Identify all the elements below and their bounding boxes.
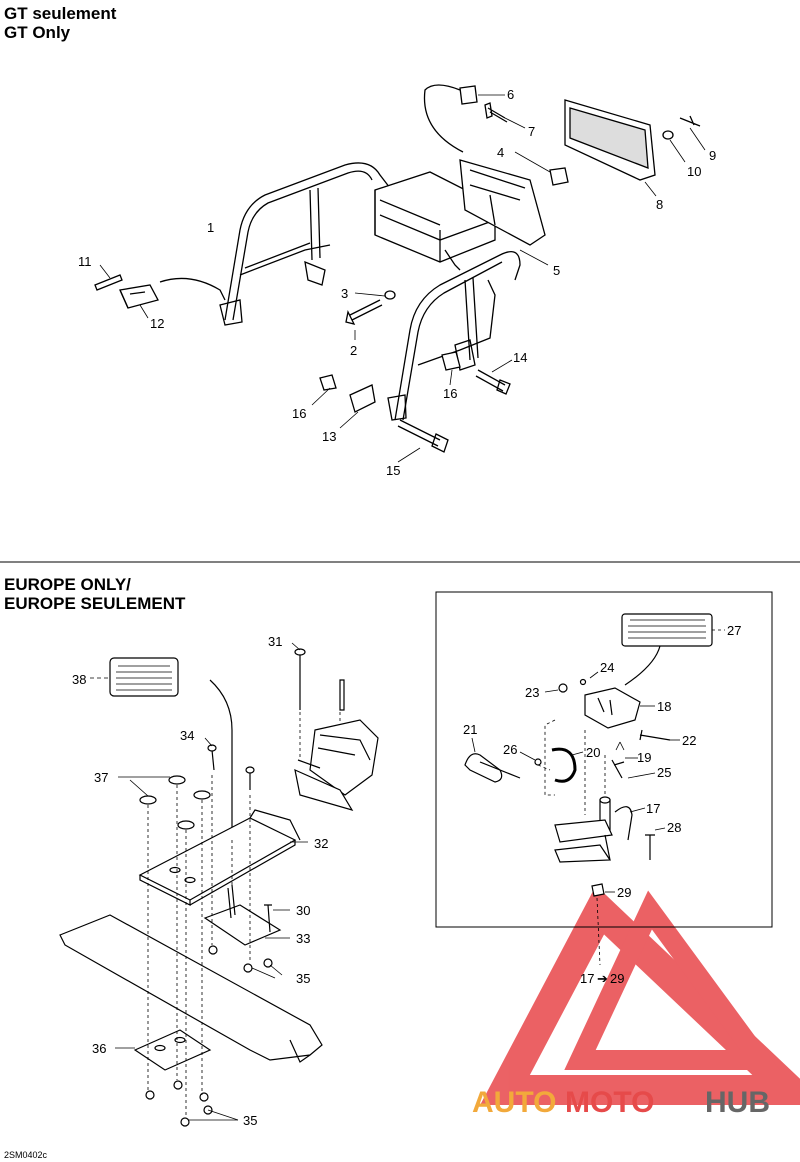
gt-rack-assembly	[94, 84, 701, 453]
plate-part-32	[138, 817, 297, 901]
callout-38: 38	[72, 672, 86, 687]
callout-13: 13	[322, 429, 336, 444]
callout-4: 4	[497, 145, 504, 160]
watermark-text: AUTO MOTO HUB	[472, 1086, 770, 1119]
connector-part-12	[119, 284, 159, 309]
europe-title-en: EUROPE ONLY/	[4, 575, 131, 594]
dashed-assembly-lines	[147, 712, 341, 1118]
callout-25: 25	[657, 765, 671, 780]
callout-2: 2	[350, 343, 357, 358]
inset-ref-arrow: ➔	[597, 971, 608, 986]
drawing-code: 2SM0402c	[4, 1150, 48, 1160]
callout-11: 11	[78, 254, 92, 269]
callout-19: 19	[637, 750, 651, 765]
inset-ref-from: 17	[580, 971, 594, 986]
callout-32: 32	[314, 836, 328, 851]
callout-33: 33	[296, 931, 310, 946]
inset-dashed-lines	[537, 719, 606, 966]
plate-part-36	[133, 1029, 212, 1071]
callout-28: 28	[667, 820, 681, 835]
callout-6: 6	[507, 87, 514, 102]
watermark-moto: MOTO	[565, 1086, 654, 1119]
top-leader-lines	[99, 94, 706, 463]
europe-title-fr: EUROPE SEULEMENT	[4, 594, 186, 613]
callout-15: 15	[386, 463, 400, 478]
callout-36: 36	[92, 1041, 106, 1056]
callout-20: 20	[586, 745, 600, 760]
callout-21: 21	[463, 722, 477, 737]
inset-ref-to: 29	[610, 971, 624, 986]
callout-10: 10	[687, 164, 701, 179]
callout-14: 14	[513, 350, 527, 365]
bottom-left-leader-lines	[90, 642, 308, 1121]
callout-16b: 16	[443, 386, 457, 401]
gt-title-en: GT Only	[4, 23, 71, 42]
callout-34: 34	[180, 728, 194, 743]
callout-18: 18	[657, 699, 671, 714]
top-callouts: 1 2 3 4 5 6 7 8 9 10 11 12 13 14 15 16 1…	[78, 87, 716, 478]
callout-37: 37	[94, 770, 108, 785]
watermark-hub: HUB	[705, 1086, 770, 1119]
callout-23: 23	[525, 685, 539, 700]
callout-8: 8	[656, 197, 663, 212]
bottom-left-callouts: 31 38 34 37 32 30 33 35 36 35	[72, 634, 328, 1128]
europe-section-title: EUROPE ONLY/ EUROPE SEULEMENT	[4, 575, 185, 613]
callout-1: 1	[207, 220, 214, 235]
decal-part-38	[109, 657, 179, 697]
watermark-logo	[480, 885, 800, 1105]
callout-27: 27	[727, 623, 741, 638]
inset-leader-lines	[471, 629, 725, 893]
callout-31: 31	[268, 634, 282, 649]
gt-section-title: GT seulement GT Only	[4, 4, 116, 42]
inset-reference: 17 ➔ 29	[580, 971, 624, 986]
callout-24: 24	[600, 660, 614, 675]
callout-7: 7	[528, 124, 535, 139]
callout-22: 22	[682, 733, 696, 748]
callout-16a: 16	[292, 406, 306, 421]
watermark-auto: AUTO	[472, 1086, 556, 1119]
callout-12: 12	[150, 316, 164, 331]
callout-35b: 35	[243, 1113, 257, 1128]
callout-26: 26	[503, 742, 517, 757]
inset-parts	[464, 613, 713, 897]
callout-30: 30	[296, 903, 310, 918]
callout-3: 3	[341, 286, 348, 301]
detail-inset-box	[435, 591, 773, 928]
callout-9: 9	[709, 148, 716, 163]
frame-tube-part-1	[224, 162, 391, 321]
callout-5: 5	[553, 263, 560, 278]
callout-29: 29	[617, 885, 631, 900]
inset-callouts: 27 24 23 18 21 22 26 20 19 25 17 28 29	[463, 623, 741, 900]
europe-plate-assembly	[59, 648, 379, 1127]
gt-title-fr: GT seulement	[4, 4, 117, 23]
callout-35a: 35	[296, 971, 310, 986]
callout-17: 17	[646, 801, 660, 816]
